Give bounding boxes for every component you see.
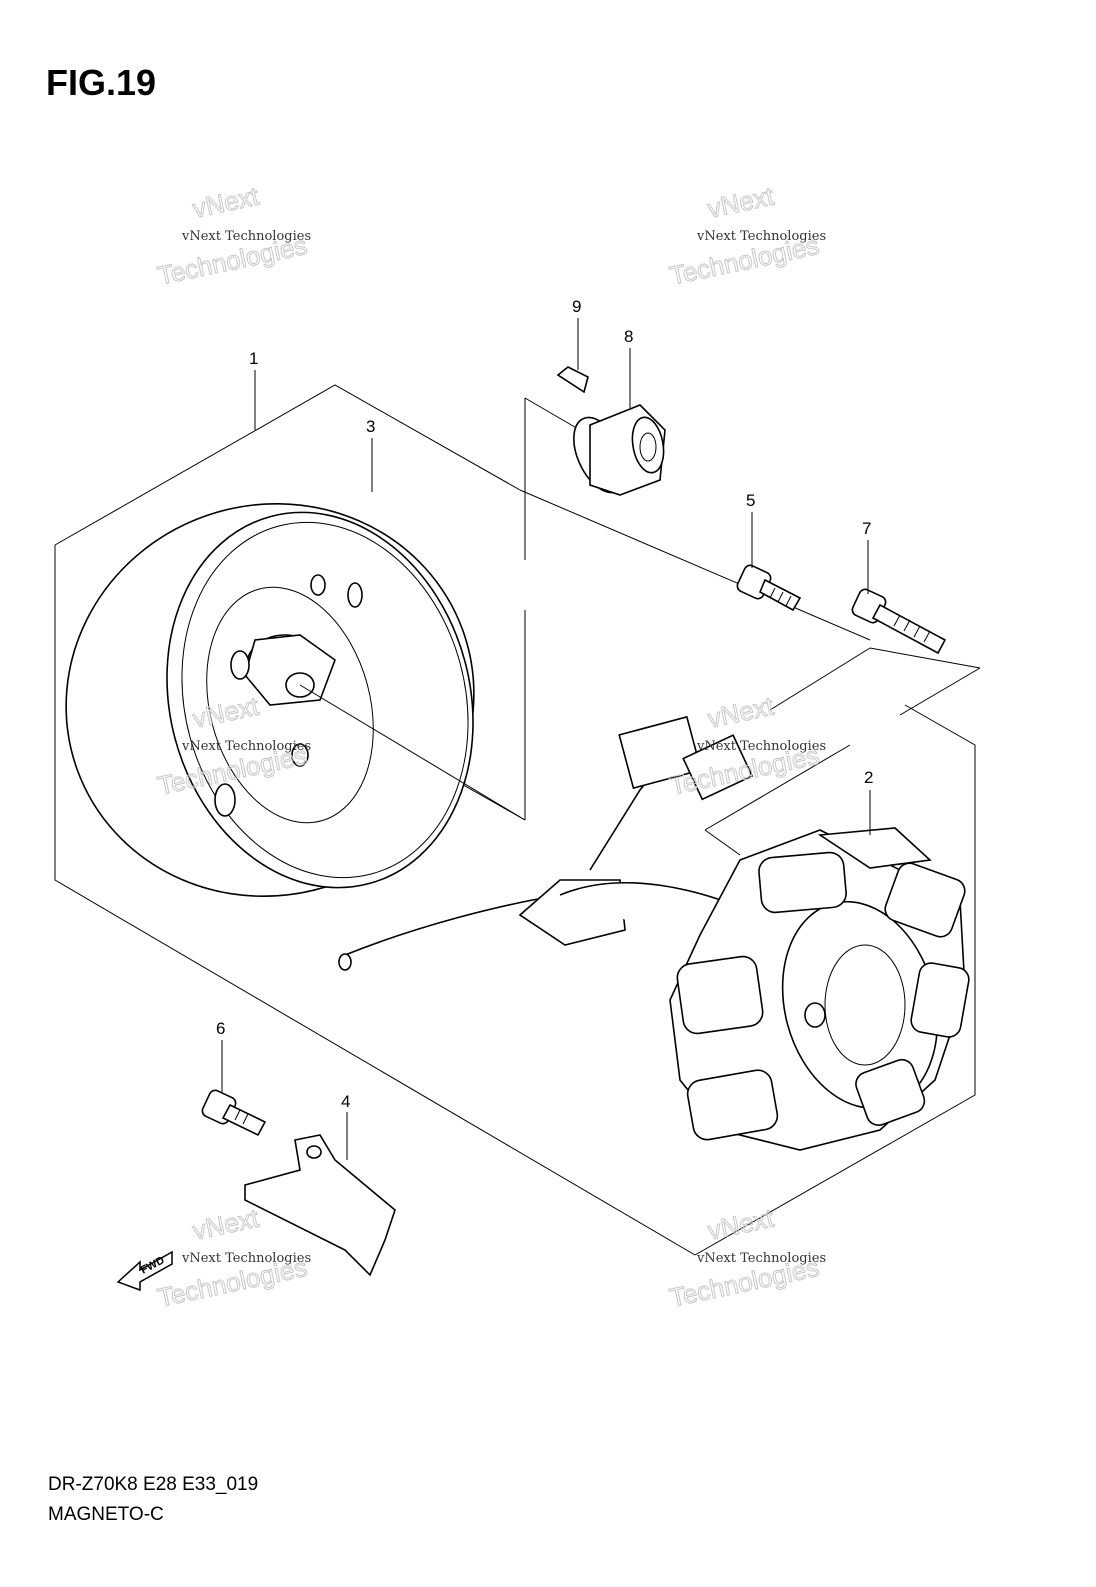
leader-lines: [221, 318, 871, 1160]
long-bolt-part: [851, 588, 947, 655]
svg-text:vNext: vNext: [705, 1203, 777, 1246]
svg-text:vNext: vNext: [705, 691, 777, 734]
callout-1: 1: [249, 349, 258, 368]
callout-7: 7: [862, 519, 871, 538]
forward-arrow-icon: FWD: [116, 1250, 173, 1292]
flywheel-rotor: [65, 503, 526, 897]
svg-text:vNext Technologies: vNext Technologies: [696, 739, 826, 754]
svg-text:vNext Technologies: vNext Technologies: [181, 739, 311, 754]
short-bolt-part: [736, 564, 802, 612]
watermark-top-left: vNext vNext Technologies Technologies: [155, 180, 312, 291]
svg-text:vNext Technologies: vNext Technologies: [181, 1251, 311, 1266]
stator-coil-assembly: [338, 715, 970, 1151]
svg-text:vNext: vNext: [190, 181, 262, 224]
wire-clamp-part: [244, 1134, 396, 1277]
callout-6: 6: [216, 1019, 225, 1038]
flywheel-nut-part: [573, 404, 666, 496]
callout-3: 3: [366, 417, 375, 436]
small-bolt-part: [201, 1089, 267, 1137]
watermark-bottom-right: vNext vNext Technologies Technologies: [667, 1202, 827, 1313]
svg-text:vNext Technologies: vNext Technologies: [181, 229, 311, 244]
callout-5: 5: [746, 491, 755, 510]
svg-text:vNext: vNext: [190, 1203, 262, 1246]
callout-9: 9: [572, 297, 581, 316]
callout-8: 8: [624, 327, 633, 346]
watermark-top-right: vNext vNext Technologies Technologies: [667, 180, 827, 291]
diagram-code: DR-Z70K8 E28 E33_019: [48, 1474, 259, 1495]
diagram-name: MAGNETO-C: [48, 1504, 164, 1525]
svg-text:vNext: vNext: [705, 181, 777, 224]
callout-2: 2: [864, 768, 873, 787]
svg-text:vNext Technologies: vNext Technologies: [696, 229, 826, 244]
callout-labels: 1 2 3 4 5 6 7 8 9: [216, 297, 873, 1111]
svg-text:vNext Technologies: vNext Technologies: [696, 1251, 826, 1266]
woodruff-key-part: [556, 366, 589, 394]
figure-title: FIG.19: [46, 62, 157, 103]
assembly-outline: [54, 384, 981, 1256]
callout-4: 4: [341, 1092, 350, 1111]
